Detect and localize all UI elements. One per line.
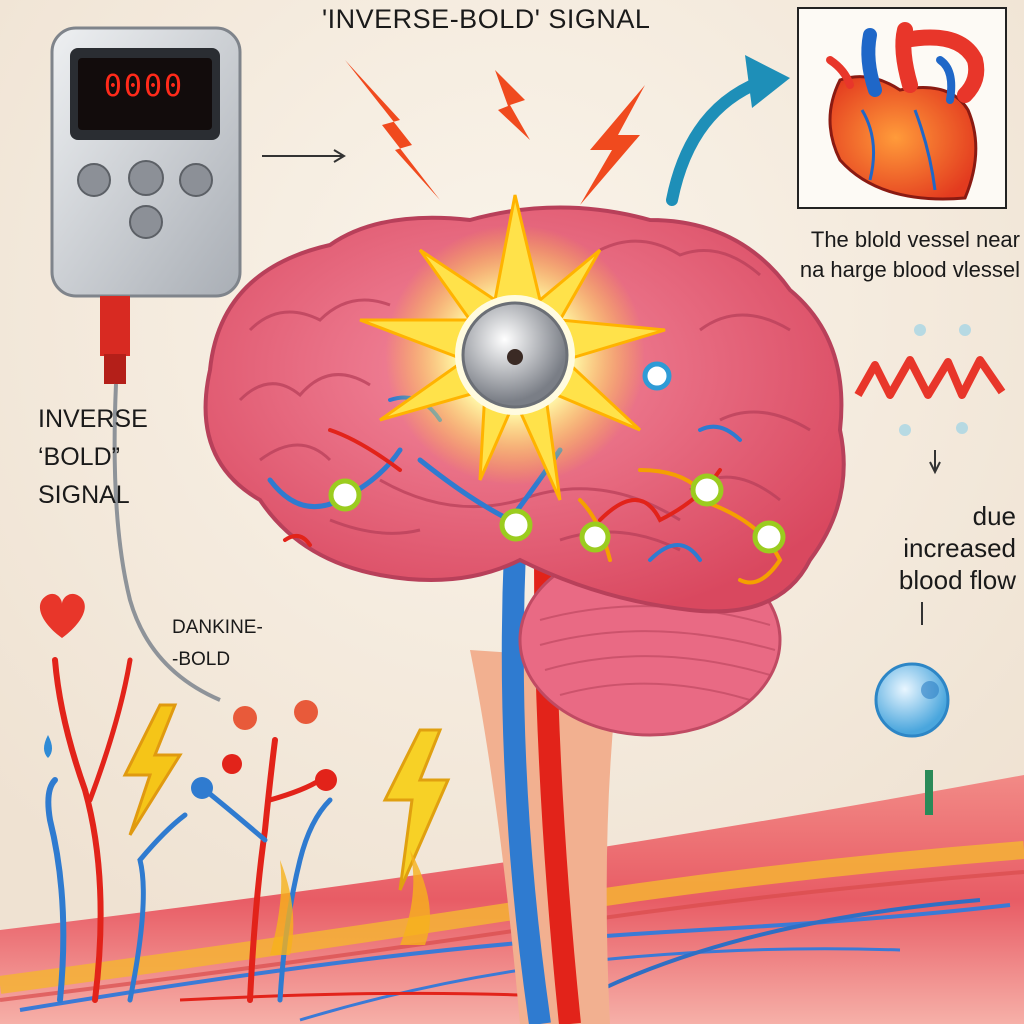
display-screen [78, 58, 212, 130]
activation-node [642, 361, 672, 391]
molecule-dot [191, 777, 213, 799]
activation-node [328, 478, 362, 512]
blood-flow-label: due increased blood flow [860, 500, 1016, 596]
heart-inset [797, 7, 1007, 209]
vessel-line1: The blold vessel near [810, 227, 1020, 252]
dankine-line1: DANKINE- [172, 617, 263, 638]
right-button[interactable] [179, 163, 213, 197]
inverse-line1: INVERSE [38, 405, 148, 433]
molecule-dot [222, 754, 242, 774]
blood-cell-bubble [874, 662, 950, 738]
lower-button[interactable] [129, 205, 163, 239]
heart-icon [39, 593, 85, 638]
molecule-dot [315, 769, 337, 791]
heart-illustration [828, 75, 978, 201]
sensor-pin [925, 770, 933, 815]
vessel-line2: na harge blood vlessel [799, 257, 1020, 282]
inverse-line2: ‘BOLD” [38, 443, 120, 471]
left-button[interactable] [77, 163, 111, 197]
lightning-icon [580, 85, 645, 205]
vessel-label: The blold vessel near na harge blood vle… [748, 225, 1020, 285]
signal-wave-icon [854, 356, 1006, 399]
inverse-line3: SIGNAL [38, 481, 130, 509]
water-drop-icon [44, 735, 52, 758]
dankine-bold-label: DANKINE- -BOLD [172, 612, 263, 676]
inverse-bold-label: INVERSE ‘BOLD” SIGNAL [38, 400, 148, 514]
vessel-branches [45, 657, 333, 1003]
cable [112, 383, 221, 702]
connector [100, 296, 130, 356]
device-readout: 0000 [103, 69, 185, 104]
flow-line2: increased [903, 533, 1016, 563]
lightning-icon [495, 70, 530, 140]
dankine-line2: -BOLD [172, 649, 231, 670]
diagram-title: 'INVERSE-BOLD' SIGNAL [322, 4, 651, 34]
arrow-icon [666, 76, 766, 206]
lightning-icon [382, 728, 451, 891]
activation-node [579, 521, 611, 553]
activation-node [499, 508, 533, 542]
flame-glow [270, 860, 294, 955]
activation-node [690, 473, 724, 507]
center-button[interactable] [128, 160, 164, 196]
flame-glow [400, 850, 430, 945]
molecule-dot [294, 700, 318, 724]
molecule-dot [233, 706, 257, 730]
flow-line1: due [972, 501, 1016, 531]
brain-folds [238, 239, 811, 552]
lightning-icon [345, 60, 440, 200]
stimulator-device [50, 26, 346, 702]
flow-line3: blood flow [898, 565, 1016, 595]
lightning-icon [122, 703, 183, 836]
activation-node [752, 520, 786, 554]
